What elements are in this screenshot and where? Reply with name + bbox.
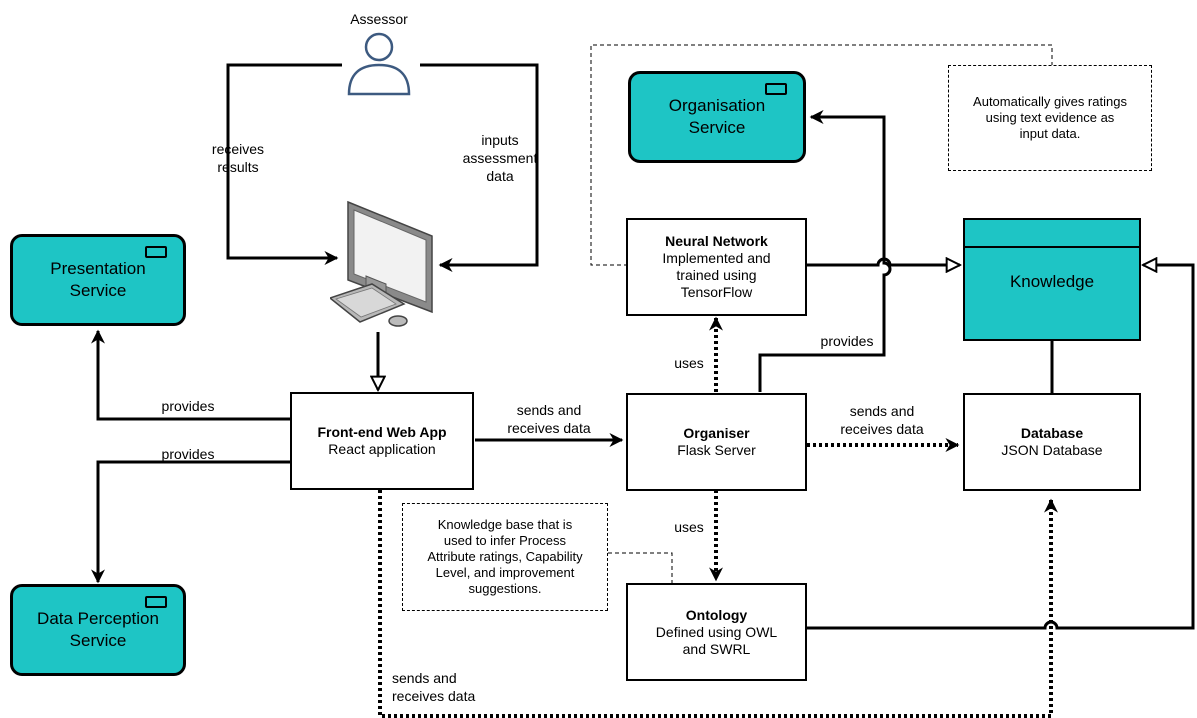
edge-receives-results <box>226 63 342 265</box>
database-subtitle: JSON Database <box>1001 442 1103 458</box>
frontend-title: Front-end Web App <box>317 424 447 440</box>
edge-label-provides-perception: provides <box>161 446 215 462</box>
neural-network-title: Neural Network <box>665 233 768 249</box>
database-title: Database <box>1020 425 1084 441</box>
organisation-service[interactable]: Organisation Service <box>628 71 806 163</box>
frontend-subtitle: React application <box>328 441 436 457</box>
edge-label-uses-ontology: uses <box>674 519 704 535</box>
edge-label-frontend-organiser: sends and receives data <box>507 402 591 436</box>
knowledge-store[interactable]: Knowledge <box>963 218 1141 341</box>
knowledge-header-band <box>965 220 1139 248</box>
edge-label-provides-presentation: provides <box>161 398 215 414</box>
ontology-title: Ontology <box>685 606 748 623</box>
frontend-web-app[interactable]: Front-end Web App React application <box>290 392 474 490</box>
note-link-ontology <box>608 552 673 585</box>
presentation-service-label: Presentation Service <box>50 259 146 300</box>
edge-label-provides-organisation: provides <box>820 333 874 349</box>
data-perception-service[interactable]: Data Perception Service <box>10 584 186 676</box>
component-icon <box>145 596 167 608</box>
neural-network[interactable]: Neural Network Implemented and trained u… <box>626 218 807 316</box>
knowledge-label: Knowledge <box>1009 272 1095 291</box>
edge-inputs-assessment <box>420 63 539 272</box>
organiser-title: Organiser <box>683 425 750 441</box>
neural-network-subtitle: Implemented and trained using TensorFlow <box>662 250 771 300</box>
edge-frontend-database <box>378 490 1058 718</box>
component-icon <box>145 246 167 258</box>
edge-label-frontend-database: sends and receives data <box>392 670 476 704</box>
edge-provides-perception <box>91 460 290 584</box>
edge-neural-knowledge <box>807 259 960 265</box>
edge-label-organiser-database: sends and receives data <box>840 403 924 437</box>
database[interactable]: Database JSON Database <box>963 393 1141 491</box>
edge-provides-organisation <box>758 110 892 392</box>
edge-label-inputs-assessment: inputs assessment data <box>462 132 538 184</box>
ontology-subtitle: Defined using OWL and SWRL <box>655 623 778 657</box>
assessor-label: Assessor <box>350 11 408 27</box>
ontology-note: Knowledge base that is used to infer Pro… <box>402 503 608 611</box>
component-icon <box>765 83 787 95</box>
organiser-subtitle: Flask Server <box>677 442 756 458</box>
edge-provides-presentation <box>91 329 290 421</box>
edge-label-receives-results: receives results <box>211 141 265 175</box>
organisation-service-label: Organisation Service <box>668 96 766 137</box>
user-icon <box>347 32 411 96</box>
ontology[interactable]: Ontology Defined using OWL and SWRL <box>626 583 807 681</box>
edge-label-uses-neural: uses <box>674 355 704 371</box>
note-link-neural <box>590 44 1053 266</box>
organiser[interactable]: Organiser Flask Server <box>626 393 807 491</box>
data-perception-service-label: Data Perception Service <box>37 609 159 650</box>
neural-network-note: Automatically gives ratings using text e… <box>948 65 1152 171</box>
presentation-service[interactable]: Presentation Service <box>10 234 186 326</box>
desktop-computer-icon <box>330 200 433 327</box>
